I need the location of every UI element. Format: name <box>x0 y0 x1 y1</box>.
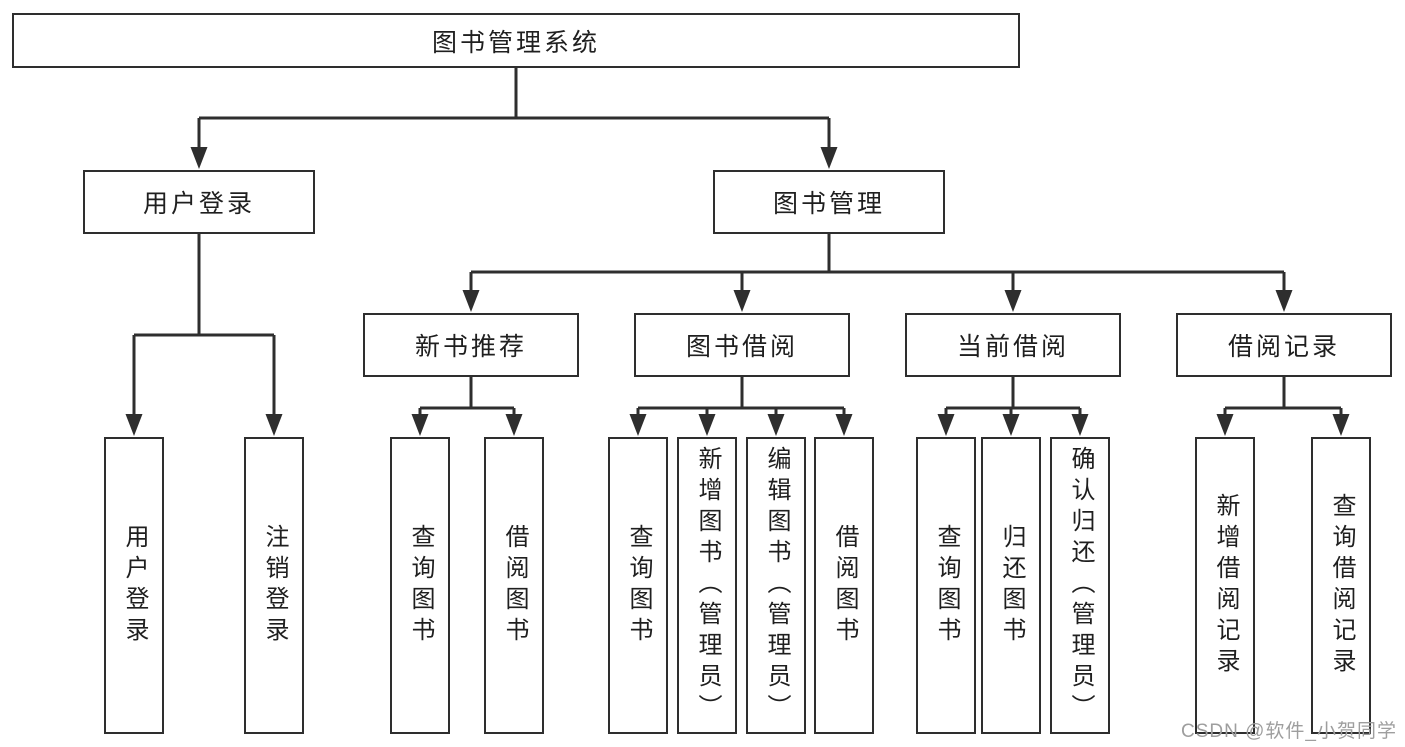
leaf-edit-book-admin: 编辑图书（管理员） <box>746 437 806 734</box>
arrowhead-icons <box>125 147 1350 436</box>
leaf-user-login: 用户登录 <box>104 437 164 734</box>
node-current-borrowing: 当前借阅 <box>905 313 1121 377</box>
leaf-label: 用户登录 <box>121 523 148 648</box>
csdn-watermark: CSDN @软件_小贺同学 <box>1181 721 1397 742</box>
leaf-add-book-admin: 新增图书（管理员） <box>677 437 737 734</box>
leaf-query-borrow-record: 查询借阅记录 <box>1311 437 1371 734</box>
node-user-login: 用户登录 <box>83 170 315 234</box>
node-book-borrowing: 图书借阅 <box>634 313 850 377</box>
leaf-label: 查询图书 <box>625 523 652 648</box>
leaf-query-books-current: 查询图书 <box>916 437 976 734</box>
connector-line-path <box>132 68 1343 417</box>
leaf-query-books-recommend: 查询图书 <box>390 437 450 734</box>
leaf-label: 注销登录 <box>261 523 288 648</box>
leaf-label: 新增图书（管理员） <box>694 446 721 725</box>
leaf-add-borrow-record: 新增借阅记录 <box>1195 437 1255 734</box>
leaf-label: 新增借阅记录 <box>1212 492 1239 679</box>
leaf-label: 查询借阅记录 <box>1328 492 1355 679</box>
leaf-label: 确认归还（管理员） <box>1067 446 1094 725</box>
node-borrowing-records: 借阅记录 <box>1176 313 1392 377</box>
leaf-logout: 注销登录 <box>244 437 304 734</box>
leaf-label: 归还图书 <box>998 523 1025 648</box>
leaf-label: 借阅图书 <box>501 523 528 648</box>
leaf-label: 查询图书 <box>407 523 434 648</box>
leaf-label: 查询图书 <box>933 523 960 648</box>
node-book-management: 图书管理 <box>713 170 945 234</box>
leaf-confirm-return-admin: 确认归还（管理员） <box>1050 437 1110 734</box>
leaf-borrow-books: 借阅图书 <box>814 437 874 734</box>
leaf-borrow-books-recommend: 借阅图书 <box>484 437 544 734</box>
leaf-return-book: 归还图书 <box>981 437 1041 734</box>
leaf-query-books-borrow: 查询图书 <box>608 437 668 734</box>
node-library-management-system: 图书管理系统 <box>12 13 1020 68</box>
node-new-book-recommendation: 新书推荐 <box>363 313 579 377</box>
leaf-label: 编辑图书（管理员） <box>763 446 790 725</box>
leaf-label: 借阅图书 <box>831 523 858 648</box>
